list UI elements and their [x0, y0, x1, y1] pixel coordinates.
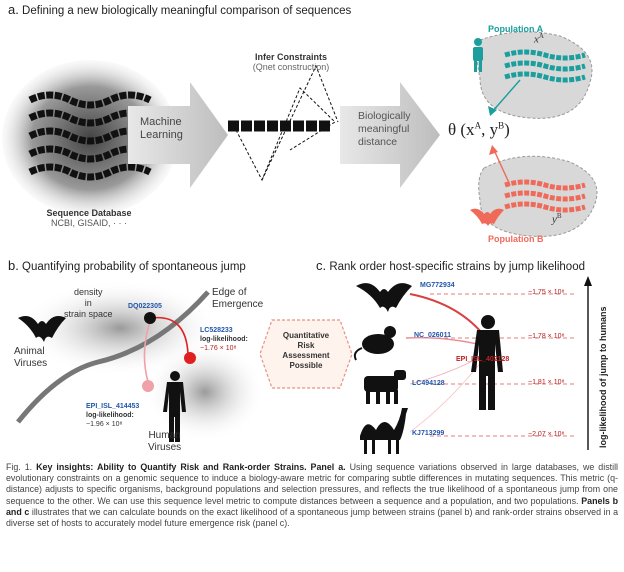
xa-label: xA — [534, 32, 544, 46]
jump-arrow-high — [151, 316, 189, 355]
jump-arrow-low — [143, 321, 151, 383]
caption-panels: Panels b and c — [6, 495, 618, 517]
qnet-constraints — [228, 64, 339, 182]
accession-kj713299: KJ713299 — [412, 430, 445, 437]
cow-icon — [364, 370, 406, 404]
bat-icon-animal — [18, 316, 66, 342]
human-icon-population-a — [473, 38, 483, 72]
yb-label: yB — [552, 212, 562, 226]
caption-text-a: Using sequence variations observed in la… — [6, 462, 619, 506]
lc528233-annotation: LC528233 log-likelihood: −1.76 × 10⁸ — [200, 327, 248, 352]
population-b-label: Population B — [488, 234, 544, 244]
accession-dq022305: DQ022305 — [128, 303, 162, 310]
bat-icon — [356, 283, 412, 312]
caption-text-b: illustrates that we can calculate bounds… — [6, 506, 619, 529]
panel-a-title: a. Defining a new biologically meaningfu… — [8, 2, 352, 17]
panel-c-title: c. Rank order host-specific strains by j… — [316, 258, 585, 273]
link-camel — [409, 355, 487, 433]
accession-mg772934: MG772934 — [420, 282, 455, 289]
arrow-b-to-theta — [493, 149, 511, 186]
strain-lc528233 — [184, 352, 196, 364]
panel-b-title: b. Quantifying probability of spontaneou… — [8, 258, 246, 273]
bat-icon-population-b — [470, 208, 504, 226]
panel-a-graphic — [2, 31, 598, 237]
human-accession: EPI_ISL_402128 — [456, 356, 510, 363]
panel-c-graphic — [353, 276, 592, 454]
epi414453-annotation: EPI_ISL_414453 log-likelihood: −1.96 × 1… — [86, 403, 140, 428]
accession-nc026011: NC_026011 — [414, 332, 451, 339]
caption-lead: Key insights: Ability to Quantify Risk a… — [36, 462, 346, 472]
population-a-label: Population A — [488, 24, 544, 34]
likelihood-axis-label: log-likelihood of jump to humans — [598, 306, 608, 449]
human-icon-b — [163, 371, 186, 442]
rat-icon — [353, 326, 396, 361]
panel-b-graphic — [16, 280, 265, 442]
density-contour-2 — [145, 342, 265, 442]
population-b-blob — [478, 155, 598, 237]
camel-icon — [360, 408, 408, 454]
value-bat: −1.75 × 10⁸ — [528, 289, 565, 296]
edge-of-emergence-curve — [16, 290, 210, 424]
risk-assessment-badge — [259, 319, 353, 389]
arrow-a-to-theta — [491, 79, 521, 113]
human-icon-c — [471, 315, 503, 410]
strain-epi-414453 — [142, 380, 154, 392]
distance-arrow — [340, 82, 440, 188]
link-cow — [409, 353, 487, 385]
machine-learning-arrow — [128, 82, 228, 188]
strain-dq022305 — [144, 312, 156, 324]
value-camel: −2.07 × 10⁸ — [528, 431, 565, 438]
infer-constraints-label: Infer Constraints (Qnet construction) — [252, 52, 330, 72]
accession-lc494128: LC494128 — [412, 380, 445, 387]
database-label: Sequence Database NCBI, GISAID, · · · — [46, 208, 132, 228]
value-cow: −1.81 × 10⁸ — [528, 379, 565, 386]
value-rat: −1.78 × 10⁸ — [528, 333, 565, 340]
figure-caption: Fig. 1. Key insights: Ability to Quantif… — [6, 462, 619, 529]
theta-formula: θ (xA, yB) — [448, 120, 510, 139]
